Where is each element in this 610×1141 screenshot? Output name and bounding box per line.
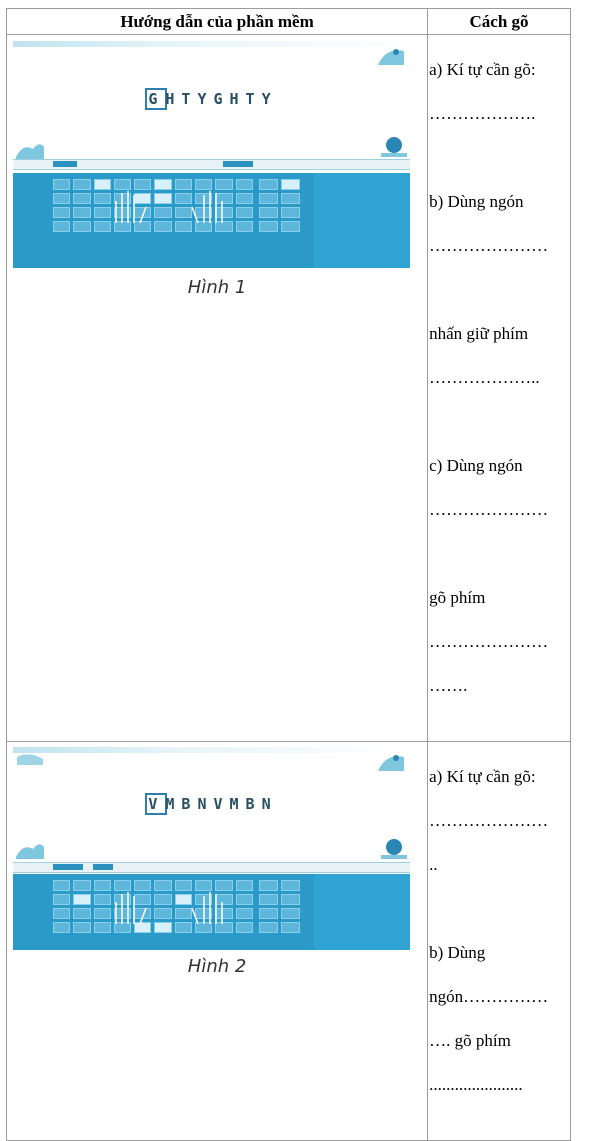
answers-cell-1: a) Kí tự cần gõ: ………………. b) Dùng ngón ………	[427, 34, 571, 742]
caption-figure2: Hình 2	[187, 956, 247, 977]
software-screenshot-1: GHTYGHTY	[13, 41, 410, 268]
virtual-keyboard	[13, 874, 410, 950]
wave-decoration-icon	[376, 43, 406, 67]
wave-decoration-icon	[15, 749, 45, 773]
answer-b-line2: ngón……………	[429, 987, 549, 1006]
answer-hold-blank: ………………..	[429, 368, 540, 387]
answer-press-blank2: …….	[429, 676, 468, 695]
answer-b-line1: b) Dùng	[429, 943, 486, 962]
header-guide: Hướng dẫn của phần mềm	[5, 8, 429, 35]
worksheet-table: Hướng dẫn của phần mềm Cách gõ GHTYGHTY	[5, 8, 571, 1141]
status-chip	[53, 864, 83, 870]
hands-icon	[108, 886, 258, 926]
remaining-letters: HTYGHTY	[165, 90, 278, 108]
answers-1: a) Kí tự cần gõ: ………………. b) Dùng ngón ………	[428, 35, 570, 741]
remaining-letters: MBNVMBN	[165, 795, 278, 813]
caption-figure1: Hình 1	[187, 277, 247, 298]
status-bar	[13, 159, 410, 170]
answer-a-label: a) Kí tự cần gõ:	[429, 60, 536, 79]
target-sequence: VMBNVMBN	[13, 793, 410, 815]
tree-decoration-icon	[378, 135, 408, 159]
status-chip	[53, 161, 77, 167]
answers-cell-2: a) Kí tự cần gõ: ………………… .. b) Dùng ngón…	[427, 741, 571, 1141]
current-letter: G	[145, 88, 168, 110]
bird-decoration-icon	[15, 837, 45, 861]
side-panel	[314, 173, 410, 268]
top-strip	[13, 41, 410, 47]
numpad	[259, 880, 309, 936]
answer-hold-label: nhấn giữ phím	[429, 324, 529, 343]
target-sequence: GHTYGHTY	[13, 88, 410, 110]
answer-press-label: gõ phím	[429, 588, 486, 607]
wave-decoration-icon	[376, 749, 406, 773]
answer-press-blank1: …………………	[429, 632, 549, 651]
tree-decoration-icon	[378, 837, 408, 861]
side-panel	[314, 874, 410, 950]
status-bar	[13, 862, 410, 873]
answer-b-label: b) Dùng ngón	[429, 192, 524, 211]
answer-a-blank2: ..	[429, 855, 438, 874]
answer-a-blank1: …………………	[429, 811, 549, 830]
header-how: Cách gõ	[427, 8, 571, 35]
answer-b-line4: ......................	[429, 1075, 523, 1094]
virtual-keyboard	[13, 173, 410, 268]
answer-c-blank: …………………	[429, 500, 549, 519]
figure1-cell: GHTYGHTY	[5, 34, 429, 742]
figure2-cell: VMBNVMBN	[5, 741, 429, 1141]
answer-a-blank: ……………….	[429, 104, 536, 123]
numpad	[259, 179, 309, 235]
status-chip	[93, 864, 113, 870]
answer-c-label: c) Dùng ngón	[429, 456, 523, 475]
software-screenshot-2: VMBNVMBN	[13, 747, 410, 950]
current-letter: V	[145, 793, 168, 815]
answer-a-label: a) Kí tự cần gõ:	[429, 767, 536, 786]
status-chip	[223, 161, 253, 167]
hands-icon	[108, 185, 258, 225]
answers-2: a) Kí tự cần gõ: ………………… .. b) Dùng ngón…	[428, 742, 570, 1140]
answer-b-line3: …. gõ phím	[429, 1031, 511, 1050]
bird-decoration-icon	[15, 137, 45, 161]
answer-b-blank: …………………	[429, 236, 549, 255]
top-strip	[13, 747, 410, 753]
